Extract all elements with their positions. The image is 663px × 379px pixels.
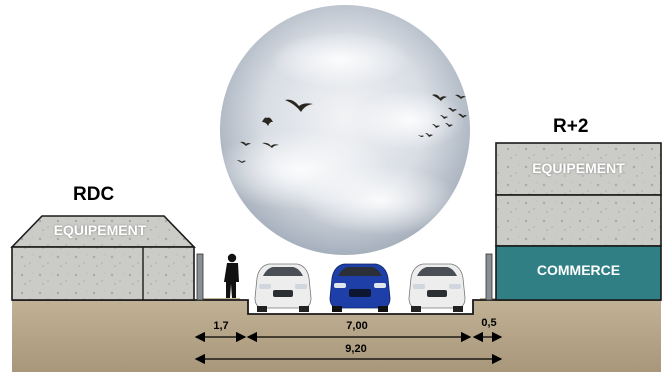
- bird-icon: [237, 94, 467, 163]
- person-icon: [224, 253, 239, 298]
- sky-circle: [210, 5, 470, 255]
- equipement-right-label: EQUIPEMENT: [532, 160, 625, 176]
- car-icon: [254, 263, 466, 312]
- commerce-label: COMMERCE: [536, 262, 621, 278]
- sidewalk-left-dimension: 1,7: [213, 320, 229, 332]
- building-r2: [495, 142, 662, 301]
- building-rdc: [10, 215, 196, 301]
- sidewalk-right-dimension: 0,5: [481, 317, 497, 329]
- total-width-dimension: 9,20: [345, 343, 367, 355]
- equipement-left-label: EQUIPEMENT: [53, 222, 147, 238]
- roadway-dimension: 7,00: [346, 320, 368, 332]
- dimension-lines: [194, 331, 503, 365]
- rdc-label: RDC: [73, 184, 115, 205]
- fence-post-left: [196, 253, 204, 301]
- r-plus-2-label: R+2: [553, 116, 589, 137]
- fence-post-right: [485, 253, 493, 301]
